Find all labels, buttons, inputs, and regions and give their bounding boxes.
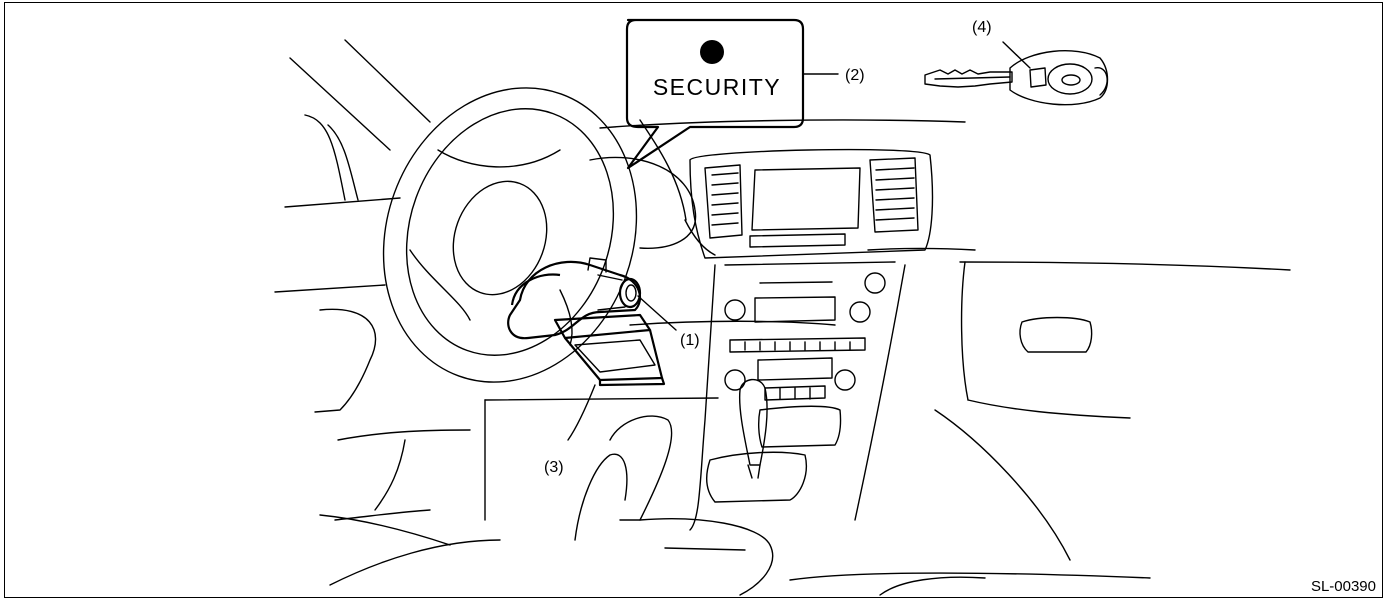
seats xyxy=(575,416,1150,595)
center-console xyxy=(690,150,932,530)
ignition-key-cylinder xyxy=(508,258,640,338)
security-indicator-text: SECURITY xyxy=(653,74,781,100)
indicator-lamp-icon xyxy=(700,40,724,64)
figure-code: SL-00390 xyxy=(1311,578,1376,595)
key-icon xyxy=(925,51,1108,105)
label-security-indicator: (2) xyxy=(845,67,865,84)
security-indicator-callout: SECURITY xyxy=(627,20,803,168)
label-immobilizer-antenna: (1) xyxy=(680,332,700,349)
left-door-lines xyxy=(275,40,500,585)
dashboard-lines xyxy=(485,120,1290,560)
label-control-module: (3) xyxy=(544,459,564,476)
glovebox-handle xyxy=(1020,318,1092,353)
label-key: (4) xyxy=(972,19,992,36)
leader-lines xyxy=(568,42,1030,440)
gear-shift xyxy=(740,380,767,478)
